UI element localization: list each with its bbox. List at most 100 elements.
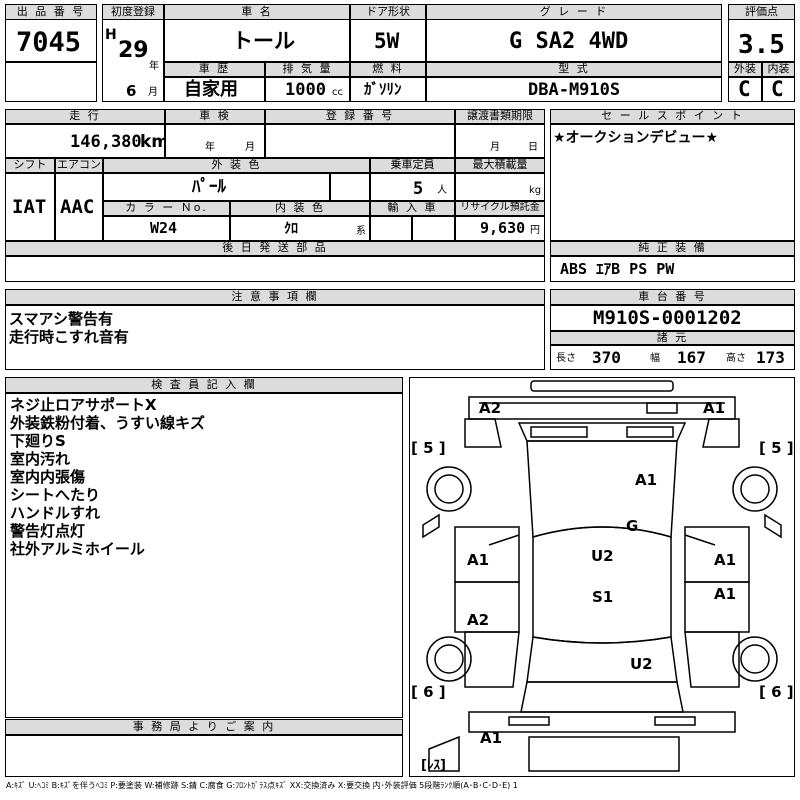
first-reg-label: 初度登録 xyxy=(102,4,164,20)
ac-value: AAC xyxy=(60,196,95,218)
legend-text: A:ｷｽﾞ U:ﾍｺﾐ B:ｷｽﾞを伴うﾍｺﾐ P:要塗装 W:補修跡 S:錆 … xyxy=(6,781,518,790)
equipment-label: 純 正 装 備 xyxy=(550,241,795,256)
specs-label: 諸 元 xyxy=(550,331,795,345)
exterior-box xyxy=(728,77,762,102)
inspector-line: ネジ止ロアサポートX xyxy=(10,396,157,414)
sales-point-label: セ ー ル ス ポ イ ン ト xyxy=(550,109,795,124)
transfer-day-unit: 日 xyxy=(528,142,538,153)
damage-mark: S1 xyxy=(592,588,614,606)
sales-point-box xyxy=(550,124,795,241)
transfer-label: 譲渡書類期限 xyxy=(455,109,545,124)
ac-label: エアコン xyxy=(55,158,103,173)
damage-mark: A1 xyxy=(467,551,490,569)
color-label: 外 装 色 xyxy=(103,158,370,173)
load-box xyxy=(455,173,545,201)
inspector-line: 警告灯点灯 xyxy=(10,522,86,540)
lot-lower-box xyxy=(5,62,97,102)
recycle-box xyxy=(455,216,545,241)
width-value: 167 xyxy=(677,348,706,367)
spare-tire-label: [ﾚｽ] xyxy=(421,758,446,773)
reg-month: 6 xyxy=(126,82,137,100)
notes-line: スマアシ警告有 xyxy=(9,310,113,328)
inspector-line: 室内内張傷 xyxy=(10,468,86,486)
lot-label: 出 品 番 号 xyxy=(5,4,97,20)
tire-front-right: [ 5 ] xyxy=(759,439,794,457)
int-color-value: ｸﾛ xyxy=(284,221,298,237)
notes-line: 走行時こすれ音有 xyxy=(9,328,129,346)
month-unit: 月 xyxy=(148,87,158,98)
capacity-unit: 人 xyxy=(437,185,447,196)
model-label: 車 名 xyxy=(164,4,350,20)
history-label: 車 歴 xyxy=(164,62,265,77)
color-no-value: W24 xyxy=(150,219,178,237)
capacity-box xyxy=(370,173,455,201)
length-label: 長さ xyxy=(556,353,576,364)
import-label: 輸 入 車 xyxy=(370,201,455,216)
chassis-box xyxy=(550,305,795,331)
grade-label: グ レ ー ド xyxy=(426,4,722,20)
history-value: 自家用 xyxy=(184,79,238,100)
inspector-line: 社外アルミホイール xyxy=(10,540,145,558)
fuel-label: 燃 料 xyxy=(350,62,426,77)
recycle-unit: 円 xyxy=(530,225,540,236)
model-name: トール xyxy=(232,29,295,53)
mileage-unit: km xyxy=(140,132,170,152)
registration-label: 登 録 番 号 xyxy=(265,109,455,124)
inspection-label: 車 検 xyxy=(165,109,265,124)
damage-mark: A2 xyxy=(467,611,490,629)
int-color-box xyxy=(230,216,370,241)
notes-box xyxy=(5,305,545,370)
width-label: 幅 xyxy=(650,353,660,364)
door-label: ドア形状 xyxy=(350,4,426,20)
tire-front-left: [ 5 ] xyxy=(411,439,446,457)
inspector-line: 外装鉄粉付着、うすい線キズ xyxy=(10,414,206,432)
inspector-line: 下廻りS xyxy=(10,432,66,450)
displacement-value: 1000 xyxy=(285,80,326,100)
interior-box xyxy=(762,77,795,102)
notes-label: 注 意 事 項 欄 xyxy=(5,289,545,305)
inspector-notes: ネジ止ロアサポートX 外装鉄粉付着、うすい線キズ 下廻りS 室内汚れ 室内内張傷… xyxy=(5,393,403,718)
color-no-label: カ ラ ー Ｎo. xyxy=(103,201,230,216)
inspector-line: 室内汚れ xyxy=(10,450,71,468)
displacement-label: 排 気 量 xyxy=(265,62,350,77)
transfer-month-unit: 月 xyxy=(490,142,500,153)
color-box-right xyxy=(330,173,370,201)
height-value: 173 xyxy=(756,348,785,367)
sales-point-text: ★オークションデビュー★ xyxy=(553,130,719,146)
mileage-value: 146,380 xyxy=(70,132,142,152)
inspector-line: ハンドルすれ xyxy=(10,504,101,522)
equipment-box xyxy=(550,256,795,282)
mileage-label: 走 行 xyxy=(5,109,165,124)
int-color-unit: 系 xyxy=(356,226,366,237)
score-label: 評価点 xyxy=(728,4,795,20)
damage-mark: A1 xyxy=(635,471,658,489)
tire-rear-right: [ 6 ] xyxy=(759,683,794,701)
later-parts-label: 後 日 発 送 部 品 xyxy=(5,241,545,256)
load-label: 最大積載量 xyxy=(455,158,545,173)
type-label: 型 式 xyxy=(426,62,722,77)
capacity-label: 乗車定員 xyxy=(370,158,455,173)
insp-month-unit: 月 xyxy=(245,142,255,153)
damage-mark: A1 xyxy=(480,729,503,747)
shift-value: IAT xyxy=(12,196,47,218)
recycle-label: リサイクル預託金 xyxy=(455,201,545,216)
capacity-value: 5 xyxy=(413,179,424,199)
mileage-box xyxy=(5,124,165,158)
chassis-label: 車 台 番 号 xyxy=(550,289,795,305)
displacement-box xyxy=(265,77,350,102)
tire-rear-left: [ 6 ] xyxy=(411,683,446,701)
chassis-number: M910S-0001202 xyxy=(593,307,742,329)
damage-mark: A1 xyxy=(703,399,726,417)
interior-label: 内装 xyxy=(762,62,795,77)
load-unit: kg xyxy=(529,185,542,196)
damage-mark: U2 xyxy=(591,547,614,565)
damage-mark: G xyxy=(626,517,639,535)
insp-year-unit: 年 xyxy=(205,142,215,153)
import-box xyxy=(370,216,412,241)
lot-number: 7045 xyxy=(16,27,82,58)
color-box xyxy=(103,173,330,201)
import-box-right xyxy=(412,216,455,241)
damage-mark: A2 xyxy=(479,399,502,417)
grade-value: G SA2 4WD xyxy=(509,29,629,54)
history-box xyxy=(164,77,265,102)
